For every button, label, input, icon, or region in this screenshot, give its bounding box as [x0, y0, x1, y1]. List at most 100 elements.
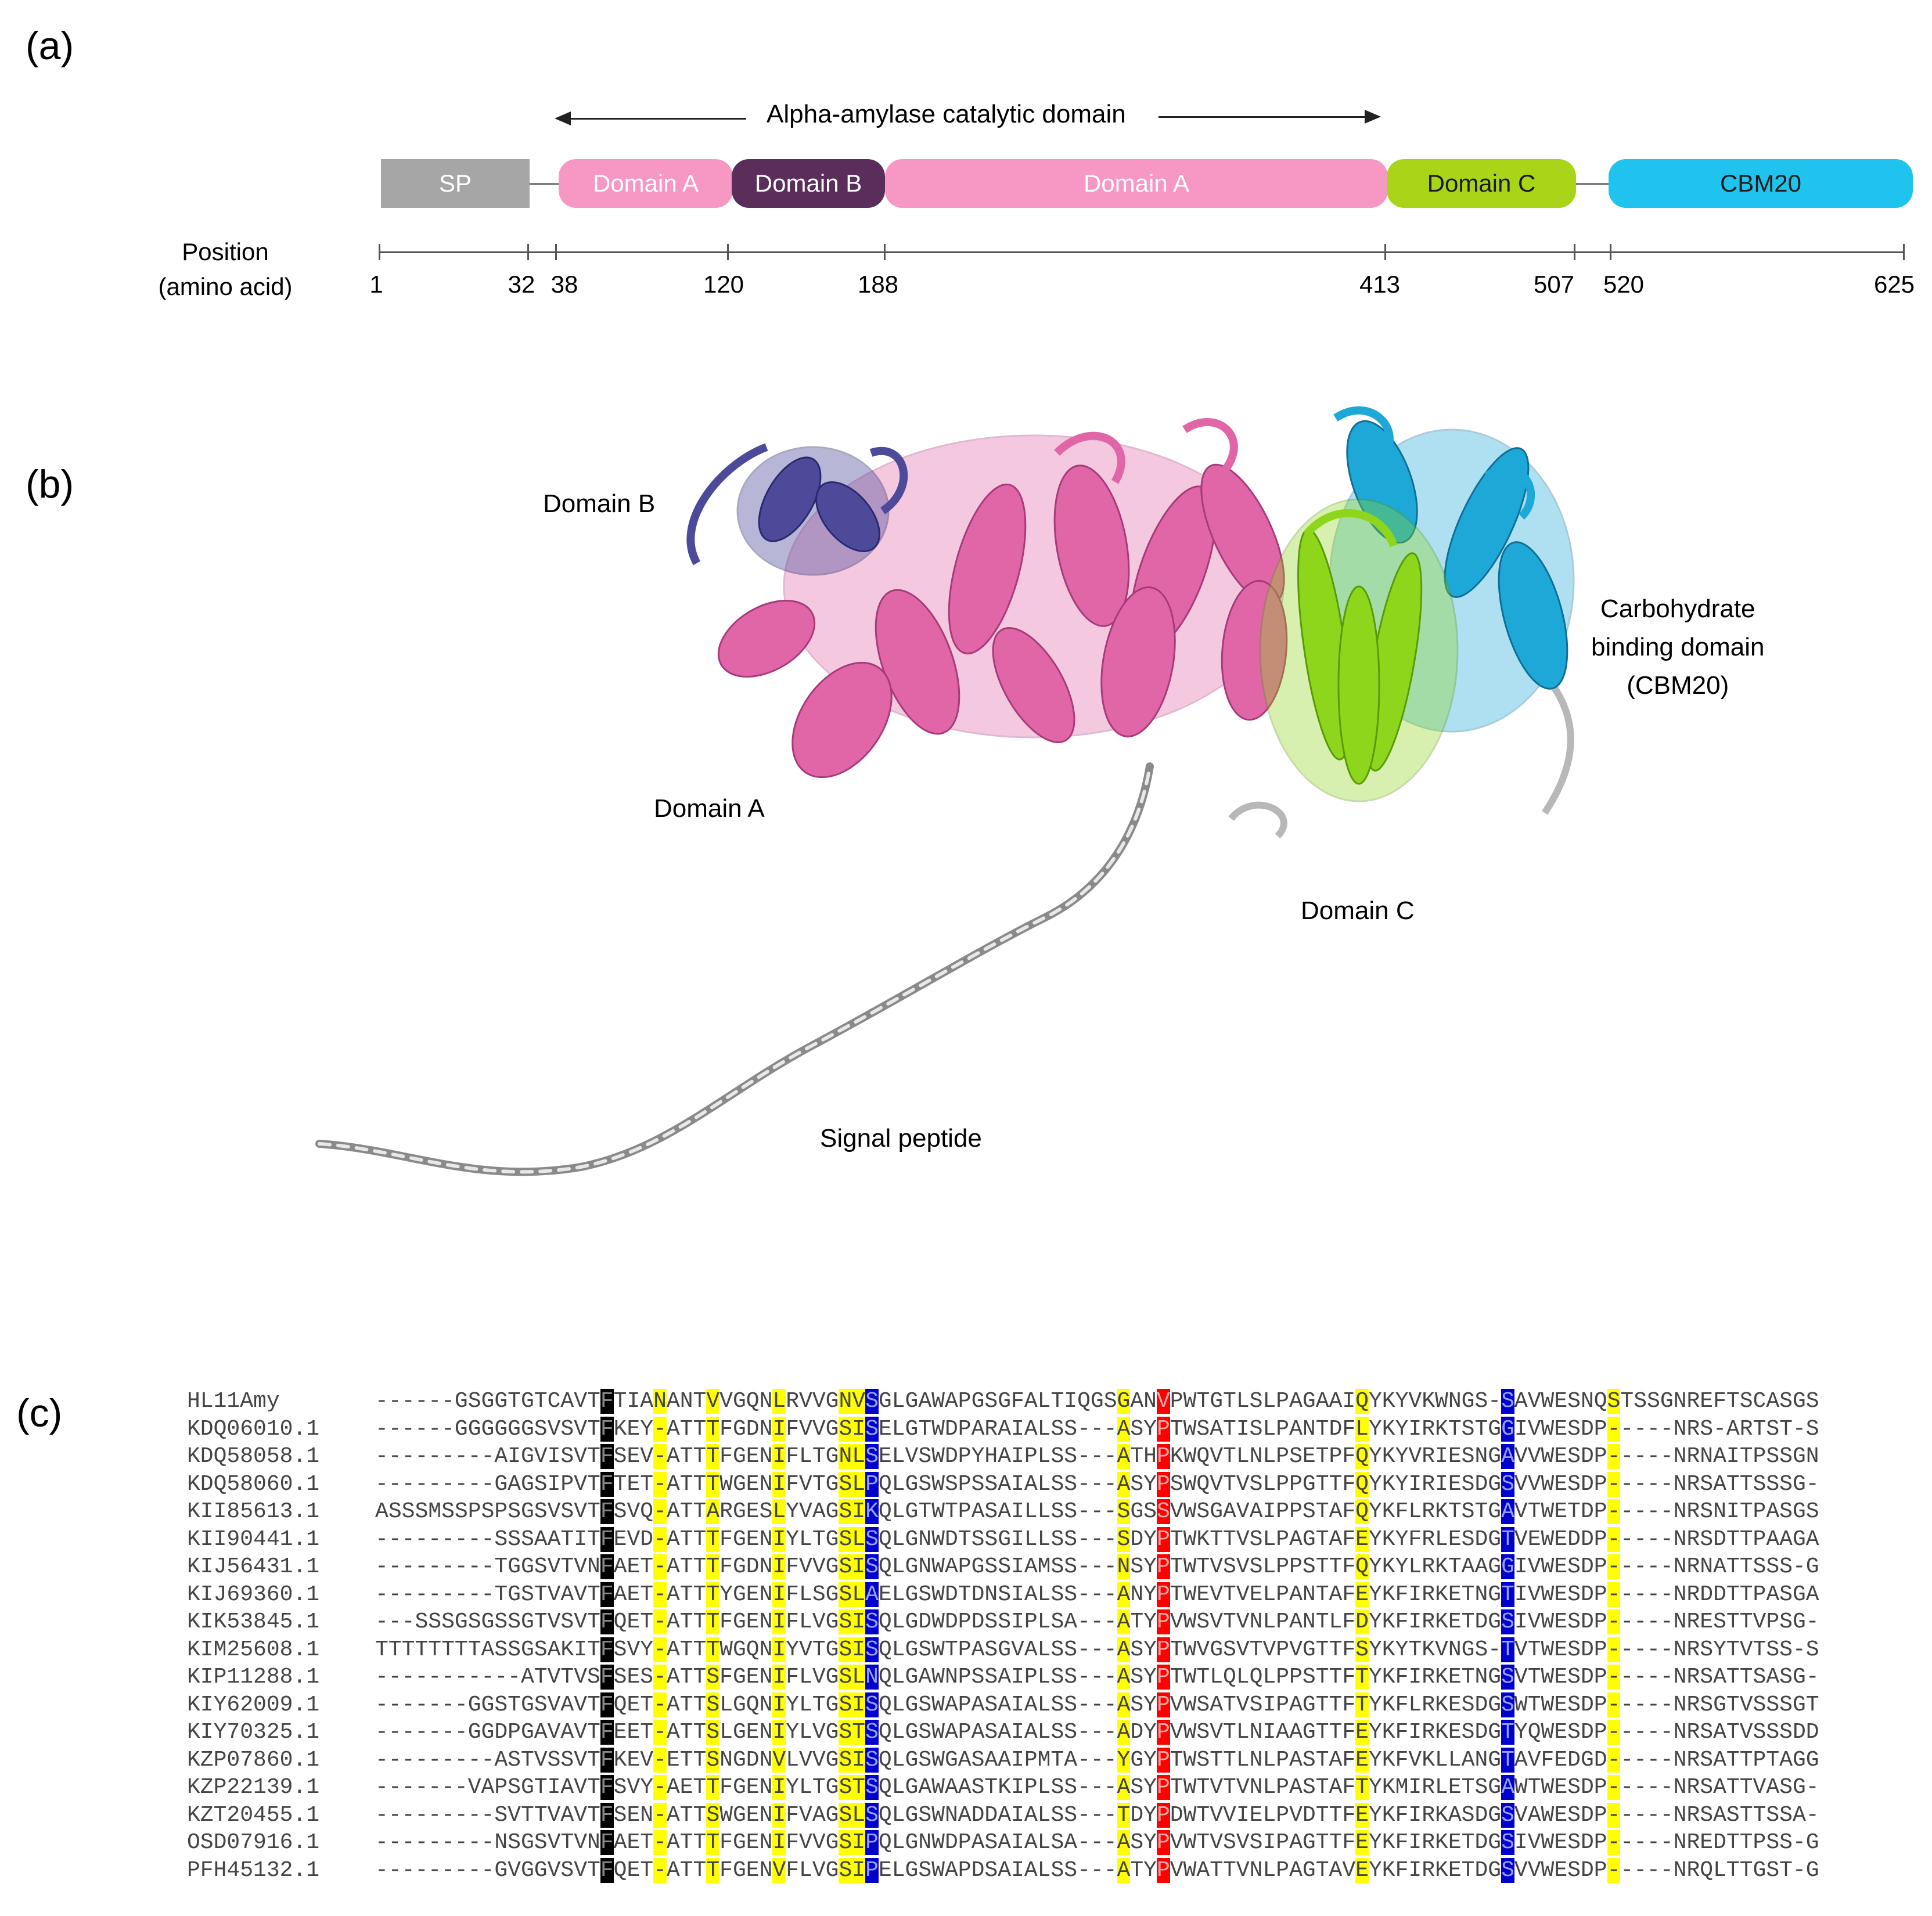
domain-b-label: Domain B [754, 170, 862, 197]
conserved-residue: A [706, 1499, 720, 1524]
conserved-residue: F [600, 1857, 614, 1883]
conserved-residue: S [1117, 1526, 1131, 1552]
sequence-residues: ---SSSGSGSSGTVSVTFQET-ATTTFGENIFLVGSISQL… [375, 1609, 1819, 1634]
conserved-residue: F [600, 1526, 614, 1552]
tick-label-38: 38 [551, 271, 578, 298]
tick-38 [555, 244, 557, 260]
conserved-residue: - [1607, 1637, 1621, 1662]
conserved-residue: P [865, 1857, 879, 1883]
domain-a2-label: Domain A [1083, 170, 1190, 197]
conserved-residue: P [1156, 1775, 1170, 1800]
conserved-residue: P [1156, 1637, 1170, 1662]
conserved-residue: - [1607, 1499, 1621, 1524]
conserved-residue: T [706, 1582, 720, 1607]
conserved-residue: S [839, 1526, 852, 1552]
conserved-residue: - [653, 1720, 667, 1745]
conserved-residue: - [1607, 1775, 1621, 1800]
domain-sp: SP [381, 159, 530, 208]
conserved-residue: - [653, 1692, 667, 1717]
conserved-residue: I [772, 1582, 786, 1607]
sequence-name: KII85613.1 [187, 1499, 320, 1524]
conserved-residue: S [865, 1637, 879, 1662]
conserved-residue: S [839, 1692, 852, 1717]
tick-label-625: 625 [1873, 271, 1915, 298]
conserved-residue: S [865, 1720, 879, 1745]
conserved-residue: S [865, 1444, 879, 1469]
conserved-residue: - [1607, 1802, 1621, 1828]
conserved-residue: V [772, 1857, 786, 1883]
conserved-residue: V [706, 1389, 720, 1414]
conserved-residue: E [1355, 1802, 1369, 1828]
conserved-residue: A [1117, 1637, 1131, 1662]
conserved-residue: L [1355, 1416, 1369, 1442]
domain-cbm20-label: CBM20 [1719, 170, 1802, 197]
conserved-residue: S [1501, 1857, 1514, 1883]
conserved-residue: P [1156, 1665, 1170, 1690]
sequence-name: PFH45132.1 [187, 1857, 320, 1883]
conserved-residue: I [772, 1416, 786, 1442]
sequence-name: OSD07916.1 [187, 1830, 320, 1855]
conserved-residue: V [1156, 1389, 1170, 1414]
conserved-residue: G [1501, 1416, 1514, 1442]
conserved-residue: K [865, 1499, 879, 1524]
conserved-residue: E [1355, 1830, 1369, 1855]
conserved-residue: S [706, 1720, 720, 1745]
sequence-name: KIK53845.1 [187, 1609, 320, 1634]
conserved-residue: S [1501, 1471, 1514, 1497]
conserved-residue: I [852, 1857, 866, 1883]
tick-32 [527, 244, 529, 260]
conserved-residue: F [600, 1775, 614, 1800]
domain-c-ribbon [1259, 498, 1459, 802]
domain-c: Domain C [1387, 159, 1576, 208]
conserved-residue: L [852, 1526, 866, 1552]
sequence-residues: ---------TGGSVTVNFAET-ATTTFGDNIFVVGSISQL… [375, 1554, 1819, 1579]
conserved-residue: T [1117, 1802, 1131, 1828]
conserved-residue: A [865, 1582, 879, 1607]
conserved-residue: S [1501, 1389, 1514, 1414]
sequence-residues: ------GSGGTGTCAVTFTIANANTVVGQNLRVVGNVSGL… [375, 1389, 1819, 1414]
conserved-residue: F [600, 1747, 614, 1773]
conserved-residue: S [839, 1637, 852, 1662]
conserved-residue: - [1607, 1692, 1621, 1717]
sequence-name: KDQ58060.1 [187, 1471, 320, 1497]
conserved-residue: L [852, 1582, 866, 1607]
conserved-residue: I [852, 1830, 866, 1855]
conserved-residue: S [839, 1499, 852, 1524]
conserved-residue: S [839, 1471, 852, 1497]
conserved-residue: - [1607, 1609, 1621, 1634]
tick-label-507: 507 [1533, 271, 1575, 298]
sequence-residues: ---------SSSAATITFEVD-ATTTFGENIYLTGSLSQL… [375, 1526, 1819, 1552]
conserved-residue: F [600, 1499, 614, 1524]
sequence-name: KDQ06010.1 [187, 1416, 320, 1442]
conserved-residue: E [1355, 1582, 1369, 1607]
conserved-residue: S [706, 1665, 720, 1690]
sequence-name: KZT20455.1 [187, 1802, 320, 1828]
conserved-residue: E [1355, 1526, 1369, 1552]
conserved-residue: - [1607, 1582, 1621, 1607]
conserved-residue: I [772, 1665, 786, 1690]
tick-label-188: 188 [857, 271, 899, 298]
conserved-residue: - [653, 1747, 667, 1773]
conserved-residue: S [706, 1747, 720, 1773]
conserved-residue: E [1355, 1747, 1369, 1773]
sequence-residues: -------GGDPGAVAVTFEET-ATTSLGENIYLVGSTSQL… [375, 1720, 1819, 1745]
tick-188 [884, 244, 886, 260]
conserved-residue: T [706, 1554, 720, 1579]
conserved-residue: T [1501, 1526, 1514, 1552]
sequence-name: KDQ58058.1 [187, 1444, 320, 1469]
conserved-residue: F [600, 1830, 614, 1855]
conserved-residue: I [852, 1747, 866, 1773]
conserved-residue: P [1156, 1720, 1170, 1745]
sequence-residues: ---------SVTTVAVTFSEN-ATTSWGENIFVAGSLSQL… [375, 1802, 1819, 1828]
conserved-residue: V [772, 1747, 786, 1773]
conserved-residue: T [1355, 1692, 1369, 1717]
conserved-residue: Q [1355, 1499, 1369, 1524]
conserved-residue: T [852, 1720, 866, 1745]
conserved-residue: T [706, 1857, 720, 1883]
conserved-residue: F [600, 1692, 614, 1717]
sequence-residues: ---------GVGGVSVTFQET-ATTTFGENVFLVGSIPEL… [375, 1857, 1819, 1883]
conserved-residue: - [1607, 1747, 1621, 1773]
conserved-residue: T [1501, 1637, 1514, 1662]
conserved-residue: P [1156, 1526, 1170, 1552]
